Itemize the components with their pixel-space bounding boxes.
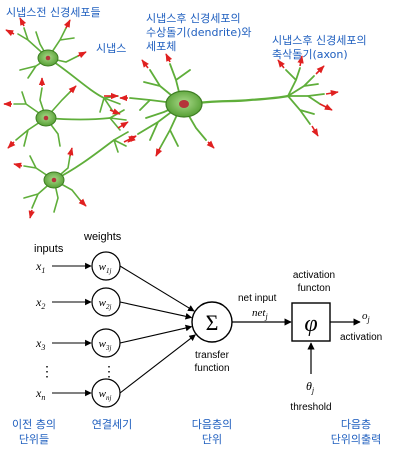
label-threshold: threshold (290, 402, 331, 413)
label-prev-units-2: 단위들 (19, 433, 49, 446)
label-presynaptic: 시냅스전 신경세포들 (6, 6, 101, 19)
weight-node-4 (91, 378, 121, 408)
label-net-input: net input (238, 293, 277, 304)
phi-symbol: φ (304, 311, 317, 337)
presynaptic-nucleus-3 (51, 177, 57, 183)
label-postsynaptic-dendrite-3: 세포체 (146, 40, 176, 53)
weight-ellipsis: ⋮ (102, 365, 116, 380)
weight-symbol-1: w1j (99, 261, 112, 275)
label-synapse: 시냅스 (96, 42, 126, 55)
postsynaptic-neuron (129, 63, 325, 149)
label-postsynaptic-dendrite-2: 수상돌기(dendrite)와 (146, 26, 252, 39)
bottom-labels: 이전 층의 단위들 연결세기 다음층의 단위 다음층 단위의출력 (12, 418, 381, 446)
weight-arrow-4 (119, 334, 196, 394)
input-symbol-3: x3 (35, 336, 45, 352)
weight-node-1 (91, 251, 121, 281)
neuron-illustration: 시냅스전 신경세포들 시냅스 시냅스후 신경세포의 수상돌기(dendrite)… (3, 6, 367, 219)
weight-symbol-2: w2j (99, 297, 112, 311)
input-ellipsis: ⋮ (40, 365, 54, 380)
threshold-symbol: θj (306, 379, 315, 395)
input-rows: x1 w1j x2 w2j x3 w3j xn wnj ⋮ ⋮ (35, 251, 196, 408)
label-postsynaptic-dendrite-1: 시냅스후 신경세포의 (146, 12, 241, 25)
presynaptic-nucleus-1 (45, 55, 51, 61)
label-weights: weights (83, 231, 122, 243)
label-next-output-2: 단위의출력 (331, 433, 382, 446)
presynaptic-neuron-3 (23, 131, 129, 213)
sum-symbol: Σ (206, 310, 219, 335)
net-symbol: netj (252, 307, 268, 321)
label-transfer-1: transfer (195, 350, 230, 361)
postsynaptic-nucleus (179, 100, 189, 108)
activation-box (291, 302, 331, 342)
weight-node-2 (91, 287, 121, 317)
label-next-output-1: 다음층 (341, 418, 371, 431)
presynaptic-neuron-1 (17, 27, 121, 113)
label-activation-2: functon (298, 283, 331, 294)
signal-arrows (3, 17, 339, 219)
label-connection-weights: 연결세기 (92, 418, 132, 431)
weight-arrow-2 (119, 301, 193, 320)
weight-node-3 (91, 328, 121, 358)
label-transfer-2: function (194, 363, 229, 374)
label-next-unit-2: 단위 (202, 433, 222, 446)
weight-symbol-3: w3j (99, 338, 112, 352)
input-symbol-2: x2 (35, 295, 45, 311)
label-postsynaptic-axon-2: 축삭돌기(axon) (272, 48, 348, 61)
label-output-activation: activation (340, 332, 382, 343)
label-inputs: inputs (34, 243, 64, 255)
label-next-unit-1: 다음층의 (192, 418, 232, 431)
weight-arrow-1 (119, 265, 195, 312)
weight-symbol-4: wnj (99, 388, 112, 402)
presynaptic-nucleus-2 (43, 115, 49, 121)
output-symbol: oj (362, 310, 371, 324)
label-postsynaptic-axon-1: 시냅스후 신경세포의 (272, 34, 367, 47)
label-activation-1: activation (293, 270, 335, 281)
input-symbol-1: x1 (35, 259, 45, 275)
weight-arrow-3 (119, 324, 193, 344)
label-prev-units-1: 이전 층의 (12, 418, 56, 431)
input-symbol-4: xn (35, 386, 45, 402)
